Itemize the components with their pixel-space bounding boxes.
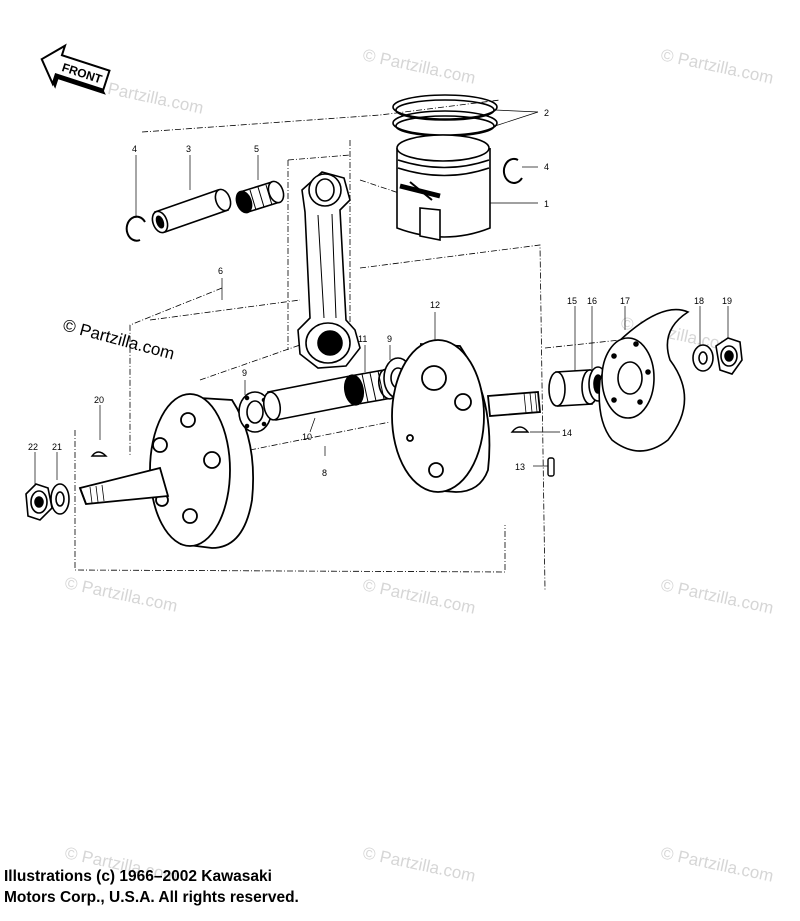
callout-labels: 1 2 3 4 4 5 6 8 9 9 10 11 12 13 14 15 16… xyxy=(28,108,732,478)
piston-icon xyxy=(396,134,491,241)
woodruff-key-icon xyxy=(90,451,108,457)
dowel-pin-icon xyxy=(547,457,555,477)
callout-12: 12 xyxy=(430,300,440,310)
copyright-line-1: Illustrations (c) 1966–2002 Kawasaki xyxy=(4,868,272,885)
watermark: © Partzilla.com xyxy=(361,575,477,617)
callout-5: 5 xyxy=(254,144,259,154)
callout-3: 3 xyxy=(186,144,191,154)
watermark: © Partzilla.com xyxy=(361,45,477,87)
nut-icon xyxy=(715,337,743,375)
callout-18: 18 xyxy=(694,296,704,306)
callout-13: 13 xyxy=(515,462,525,472)
callout-19: 19 xyxy=(722,296,732,306)
snap-ring-icon xyxy=(502,157,523,184)
nut-icon xyxy=(25,483,53,521)
watermark: © Partzilla.com xyxy=(63,573,179,615)
callout-14: 14 xyxy=(562,428,572,438)
piston-pin-icon xyxy=(151,188,232,234)
callout-15: 15 xyxy=(567,296,577,306)
front-arrow-icon: FRONT xyxy=(40,43,111,95)
watermark: © Partzilla.com xyxy=(61,316,177,364)
washer-icon xyxy=(692,344,714,372)
watermark: © Partzilla.com xyxy=(659,575,775,617)
connecting-rod-icon xyxy=(297,171,361,369)
callout-2: 2 xyxy=(544,108,549,118)
callout-17: 17 xyxy=(620,296,630,306)
callout-6: 6 xyxy=(218,266,223,276)
callout-4b: 4 xyxy=(544,162,549,172)
copyright-notice: Illustrations (c) 1966–2002 Kawasaki Mot… xyxy=(4,866,424,908)
watermark: © Partzilla.com xyxy=(659,45,775,87)
callout-11: 11 xyxy=(358,334,367,344)
callout-9: 9 xyxy=(242,368,247,378)
woodruff-key-icon xyxy=(510,426,530,433)
crank-flywheel-right-icon xyxy=(391,339,541,493)
callout-20: 20 xyxy=(94,395,104,405)
callout-16: 16 xyxy=(587,296,597,306)
callout-22: 22 xyxy=(28,442,38,452)
copyright-line-2: Motors Corp., U.S.A. All rights reserved… xyxy=(4,889,299,906)
snap-ring-icon xyxy=(125,215,146,242)
piston-rings-icon xyxy=(392,94,498,137)
callout-8: 8 xyxy=(322,468,327,478)
watermark: © Partzilla.com xyxy=(659,843,775,885)
leader-lines xyxy=(34,109,729,490)
washer-icon xyxy=(50,483,70,515)
crank-flywheel-left-icon xyxy=(78,393,255,549)
callout-10: 10 xyxy=(302,432,312,442)
callout-1: 1 xyxy=(544,199,549,209)
rotor-icon xyxy=(598,308,690,452)
needle-bearing-icon xyxy=(235,180,285,214)
callout-21: 21 xyxy=(52,442,62,452)
callout-9b: 9 xyxy=(387,334,392,344)
callout-4: 4 xyxy=(132,144,137,154)
